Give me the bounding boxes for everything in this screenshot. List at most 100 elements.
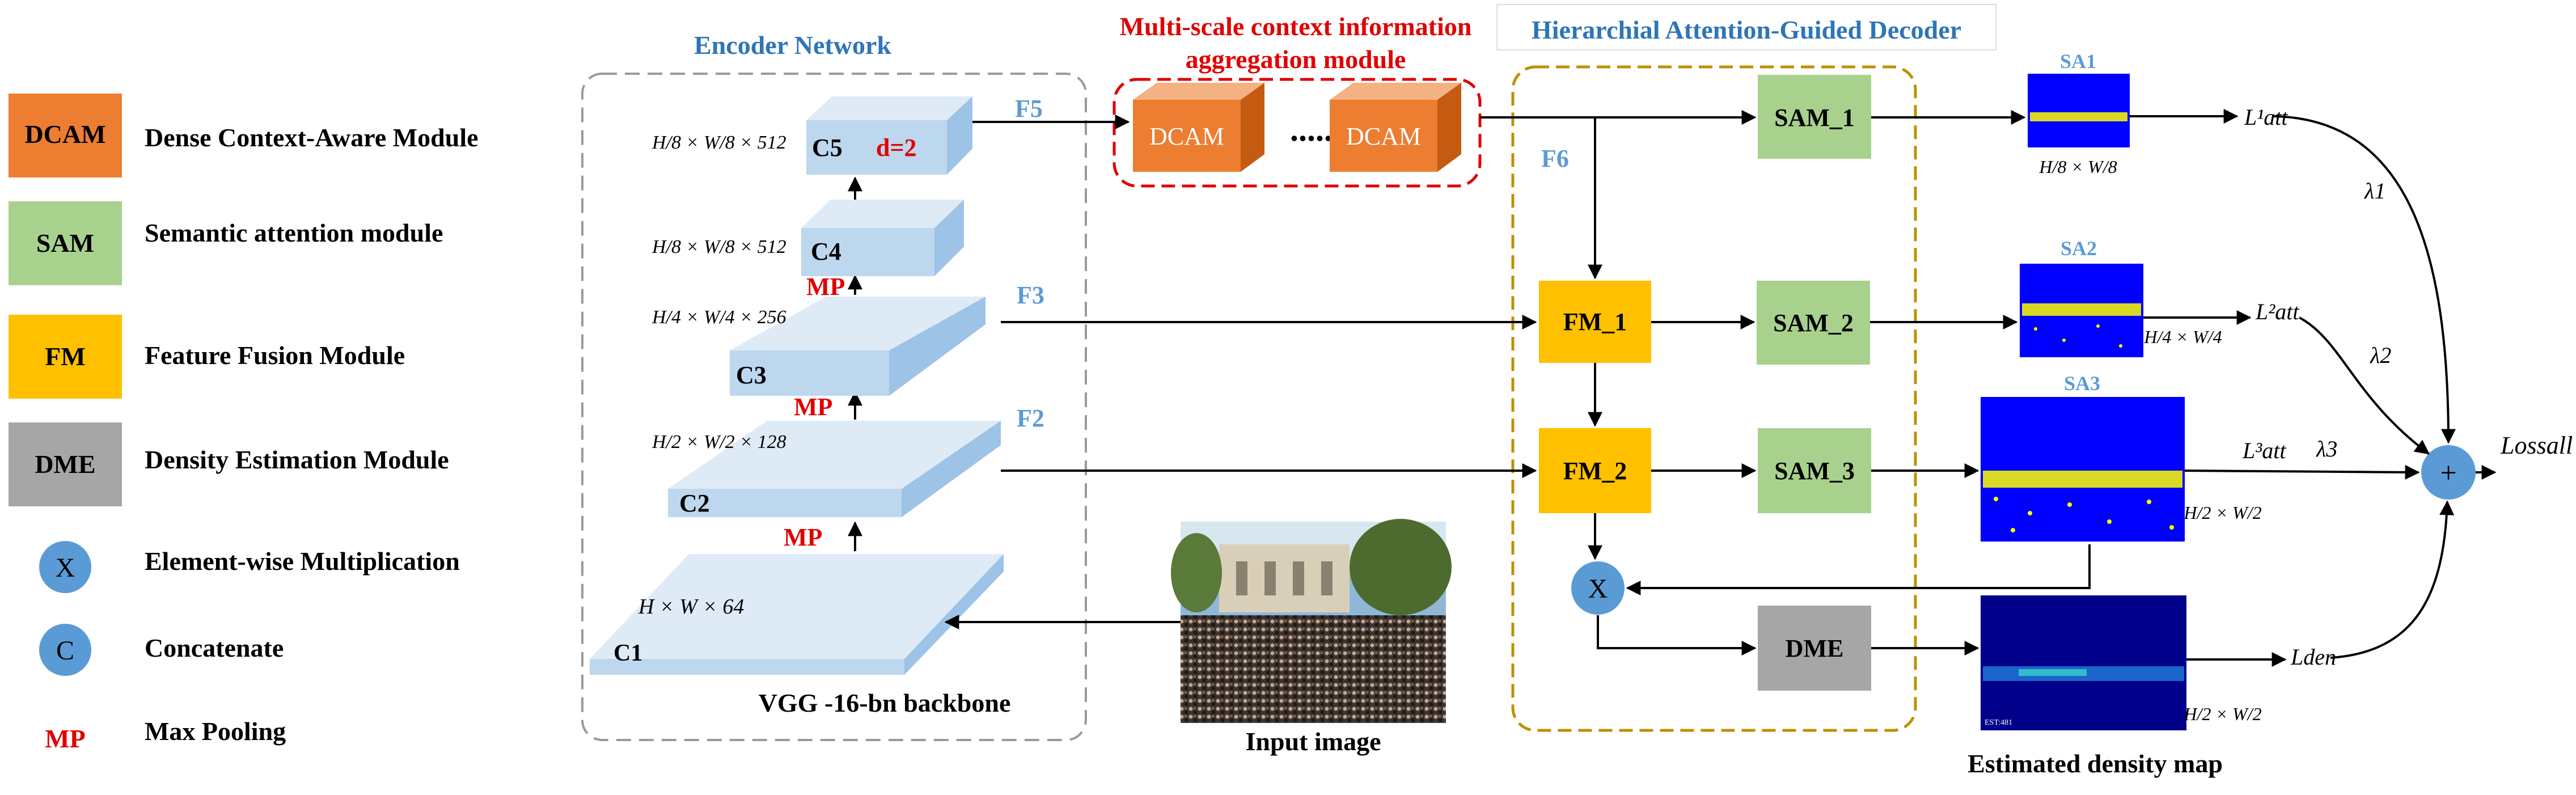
density-size: H/2 × W/2 — [2183, 704, 2261, 724]
legend-multiply-icon — [39, 541, 91, 593]
backbone-label: VGG -16-bn backbone — [759, 688, 1011, 717]
legend-multiply-desc: Element-wise Multiplication — [145, 547, 460, 576]
multiply-node-label: X — [1588, 574, 1608, 604]
sam-1-label: SAM_1 — [1774, 104, 1855, 132]
connectors — [944, 109, 2497, 667]
loss-den: Lden — [2290, 644, 2336, 670]
c5-dilation: d=2 — [876, 134, 917, 162]
encoder-title: Encoder Network — [694, 31, 891, 60]
sum-node-icon — [2421, 445, 2476, 500]
fm-2-label: FM_2 — [1563, 457, 1627, 485]
legend-dme-key: DME — [35, 450, 95, 479]
density-stamp: EST:481 — [1985, 718, 2012, 727]
dcam-box-1-label: DCAM — [1149, 122, 1224, 150]
c2-label: C2 — [679, 489, 710, 517]
sa2-size: H/4 × W/4 — [2143, 327, 2222, 347]
legend-sam-desc: Semantic attention module — [145, 218, 443, 247]
encoder-block-c3: C3 H/4 × W/4 × 256 — [652, 297, 985, 396]
context-aggregation-module: Multi-scale context information aggregat… — [1113, 12, 1482, 188]
sa1-size: H/8 × W/8 — [2038, 157, 2117, 177]
context-title-line1: Multi-scale context information — [1120, 12, 1472, 41]
legend-sam-swatch — [9, 201, 122, 285]
sa2-map: SA2 H/4 × W/4 — [2020, 237, 2222, 357]
dme-label: DME — [1786, 635, 1844, 662]
c1-size: H × W × 64 — [638, 595, 744, 619]
encoder-block-c4: C4 H/8 × W/8 × 512 — [652, 200, 964, 276]
input-image-caption: Input image — [1246, 727, 1381, 756]
legend-mp-key: MP — [45, 724, 86, 753]
lambda-2: λ2 — [2370, 342, 2391, 368]
legend-concat-desc: Concatenate — [145, 633, 284, 662]
legend-sam-key: SAM — [36, 229, 94, 257]
c5-size: H/8 × W/8 × 512 — [652, 132, 786, 153]
c4-label: C4 — [811, 238, 841, 265]
legend-mp-desc: Max Pooling — [145, 717, 286, 746]
decoder-title: Hierarchial Attention-Guided Decoder — [1532, 15, 1961, 44]
sa3-size: H/2 × W/2 — [2183, 502, 2261, 523]
c3-label: C3 — [736, 361, 767, 389]
loss-att-3: L³att — [2242, 438, 2286, 463]
input-image: Input image — [1171, 519, 1452, 756]
sa2-title: SA2 — [2061, 237, 2097, 260]
fm-1-box — [1539, 281, 1651, 363]
sa3-title: SA3 — [2064, 372, 2100, 395]
loss-all: Lossall — [2500, 432, 2573, 459]
encoder-network: Encoder Network C1 H × W × 64 MP C2 H/2 … — [581, 31, 1087, 741]
mp-label-1: MP — [784, 523, 822, 551]
multiply-node-icon — [1571, 561, 1625, 615]
lambda-3: λ3 — [2316, 436, 2337, 462]
legend-dme-desc: Density Estimation Module — [145, 445, 449, 474]
legend-dme-swatch — [9, 422, 122, 506]
legend-concat-key: C — [56, 636, 74, 666]
dcam-box-1: DCAM — [1133, 83, 1264, 172]
c2-size: H/2 × W/2 × 128 — [652, 432, 786, 453]
legend-fm-key: FM — [45, 342, 86, 371]
legend: DCAM Dense Context-Aware Module SAM Sema… — [9, 94, 479, 753]
legend-concat-icon — [39, 624, 91, 676]
decoder-title-bg — [1496, 4, 1996, 50]
encoder-frame — [581, 73, 1087, 741]
c5-label: C5 — [812, 134, 843, 162]
feature-f3: F3 — [1017, 281, 1044, 309]
feature-f6: F6 — [1541, 145, 1569, 172]
sa3-map: SA3 H/2 × W/2 — [1981, 372, 2262, 542]
sam-3-label: SAM_3 — [1774, 457, 1855, 485]
feature-f2: F2 — [1017, 404, 1044, 432]
dcam-box-2-label: DCAM — [1346, 122, 1421, 150]
sa1-title: SA1 — [2060, 50, 2096, 73]
c1-label: C1 — [614, 640, 642, 666]
decoder-frame — [1511, 65, 1917, 732]
density-map: EST:481 H/2 × W/2 Estimated density map — [1968, 595, 2262, 778]
sam-1-box — [1758, 75, 1871, 159]
dme-box — [1758, 606, 1871, 691]
legend-dcam-key: DCAM — [24, 120, 105, 149]
density-caption: Estimated density map — [1968, 749, 2223, 778]
legend-dcam-swatch — [9, 94, 122, 177]
c4-size: H/8 × W/8 × 512 — [652, 236, 786, 257]
legend-fm-desc: Feature Fusion Module — [145, 341, 405, 370]
c3-size: H/4 × W/4 × 256 — [652, 307, 786, 328]
context-title-line2: aggregation module — [1186, 45, 1406, 74]
sam-2-label: SAM_2 — [1773, 309, 1854, 337]
legend-fm-swatch — [9, 315, 122, 399]
mp-label-3: MP — [806, 273, 845, 301]
sam-2-box — [1757, 281, 1870, 365]
sa1-map: SA1 H/8 × W/8 — [2028, 50, 2130, 177]
loss-att-2: L²att — [2255, 299, 2299, 324]
fm-1-label: FM_1 — [1563, 308, 1627, 336]
lambda-1: λ1 — [2364, 178, 2385, 204]
decoder: Hierarchial Attention-Guided Decoder F6 … — [1496, 4, 1996, 732]
encoder-block-c2: C2 H/2 × W/2 × 128 — [652, 421, 1001, 517]
losses: L¹att L²att L³att Lden λ1 λ2 λ3 + Lossal… — [2242, 104, 2573, 670]
legend-multiply-key: X — [56, 553, 75, 583]
fm-2-box — [1539, 428, 1651, 513]
sam-3-box — [1758, 428, 1871, 513]
feature-f5: F5 — [1015, 95, 1043, 122]
dcam-box-2: DCAM — [1330, 83, 1461, 172]
mp-label-2: MP — [794, 393, 832, 421]
encoder-block-c5: C5 d=2 H/8 × W/8 × 512 — [652, 96, 972, 175]
legend-dcam-desc: Dense Context-Aware Module — [145, 123, 479, 152]
input-image-trees — [1350, 519, 1452, 615]
context-frame — [1113, 78, 1482, 188]
